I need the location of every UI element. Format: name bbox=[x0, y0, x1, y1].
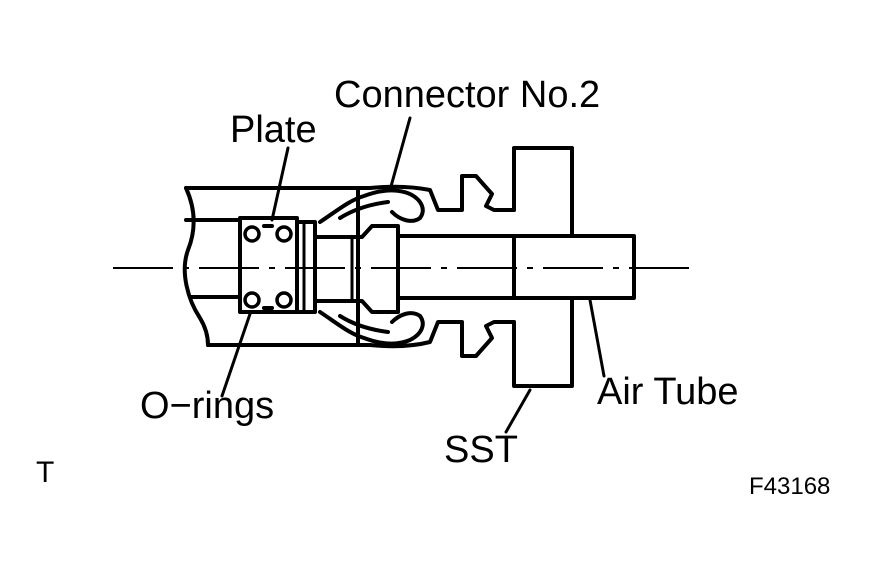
connector-claw-top-inner bbox=[338, 200, 390, 220]
label-orings: O−rings bbox=[140, 385, 274, 427]
oring-top-left bbox=[243, 225, 261, 243]
housing-break-line bbox=[182, 186, 210, 347]
figure-id: F43168 bbox=[749, 473, 830, 500]
leader-air-tube bbox=[588, 298, 606, 378]
leader-plate bbox=[270, 146, 290, 222]
plate-marks bbox=[262, 224, 274, 310]
oring-cavity bbox=[238, 216, 299, 314]
connector-claw-bottom bbox=[318, 310, 425, 346]
oring-bottom-right bbox=[275, 291, 293, 309]
connector-claw-bottom-inner bbox=[338, 314, 390, 334]
connector-claw-top bbox=[318, 188, 425, 224]
leader-sst bbox=[504, 388, 532, 434]
label-sst: SST bbox=[444, 429, 518, 471]
connector-body bbox=[313, 224, 400, 314]
corner-mark: T bbox=[36, 456, 54, 489]
latch-top bbox=[368, 174, 516, 212]
leader-orings bbox=[220, 312, 252, 398]
spacer-block bbox=[295, 220, 317, 314]
oring-bottom-left bbox=[243, 291, 261, 309]
label-connector: Connector No.2 bbox=[334, 74, 600, 116]
leader-connector bbox=[388, 116, 412, 192]
label-air-tube: Air Tube bbox=[597, 371, 739, 413]
sst-flange bbox=[512, 146, 574, 388]
label-plate: Plate bbox=[230, 109, 317, 151]
oring-top-right bbox=[275, 225, 293, 243]
latch-bottom bbox=[368, 320, 516, 358]
